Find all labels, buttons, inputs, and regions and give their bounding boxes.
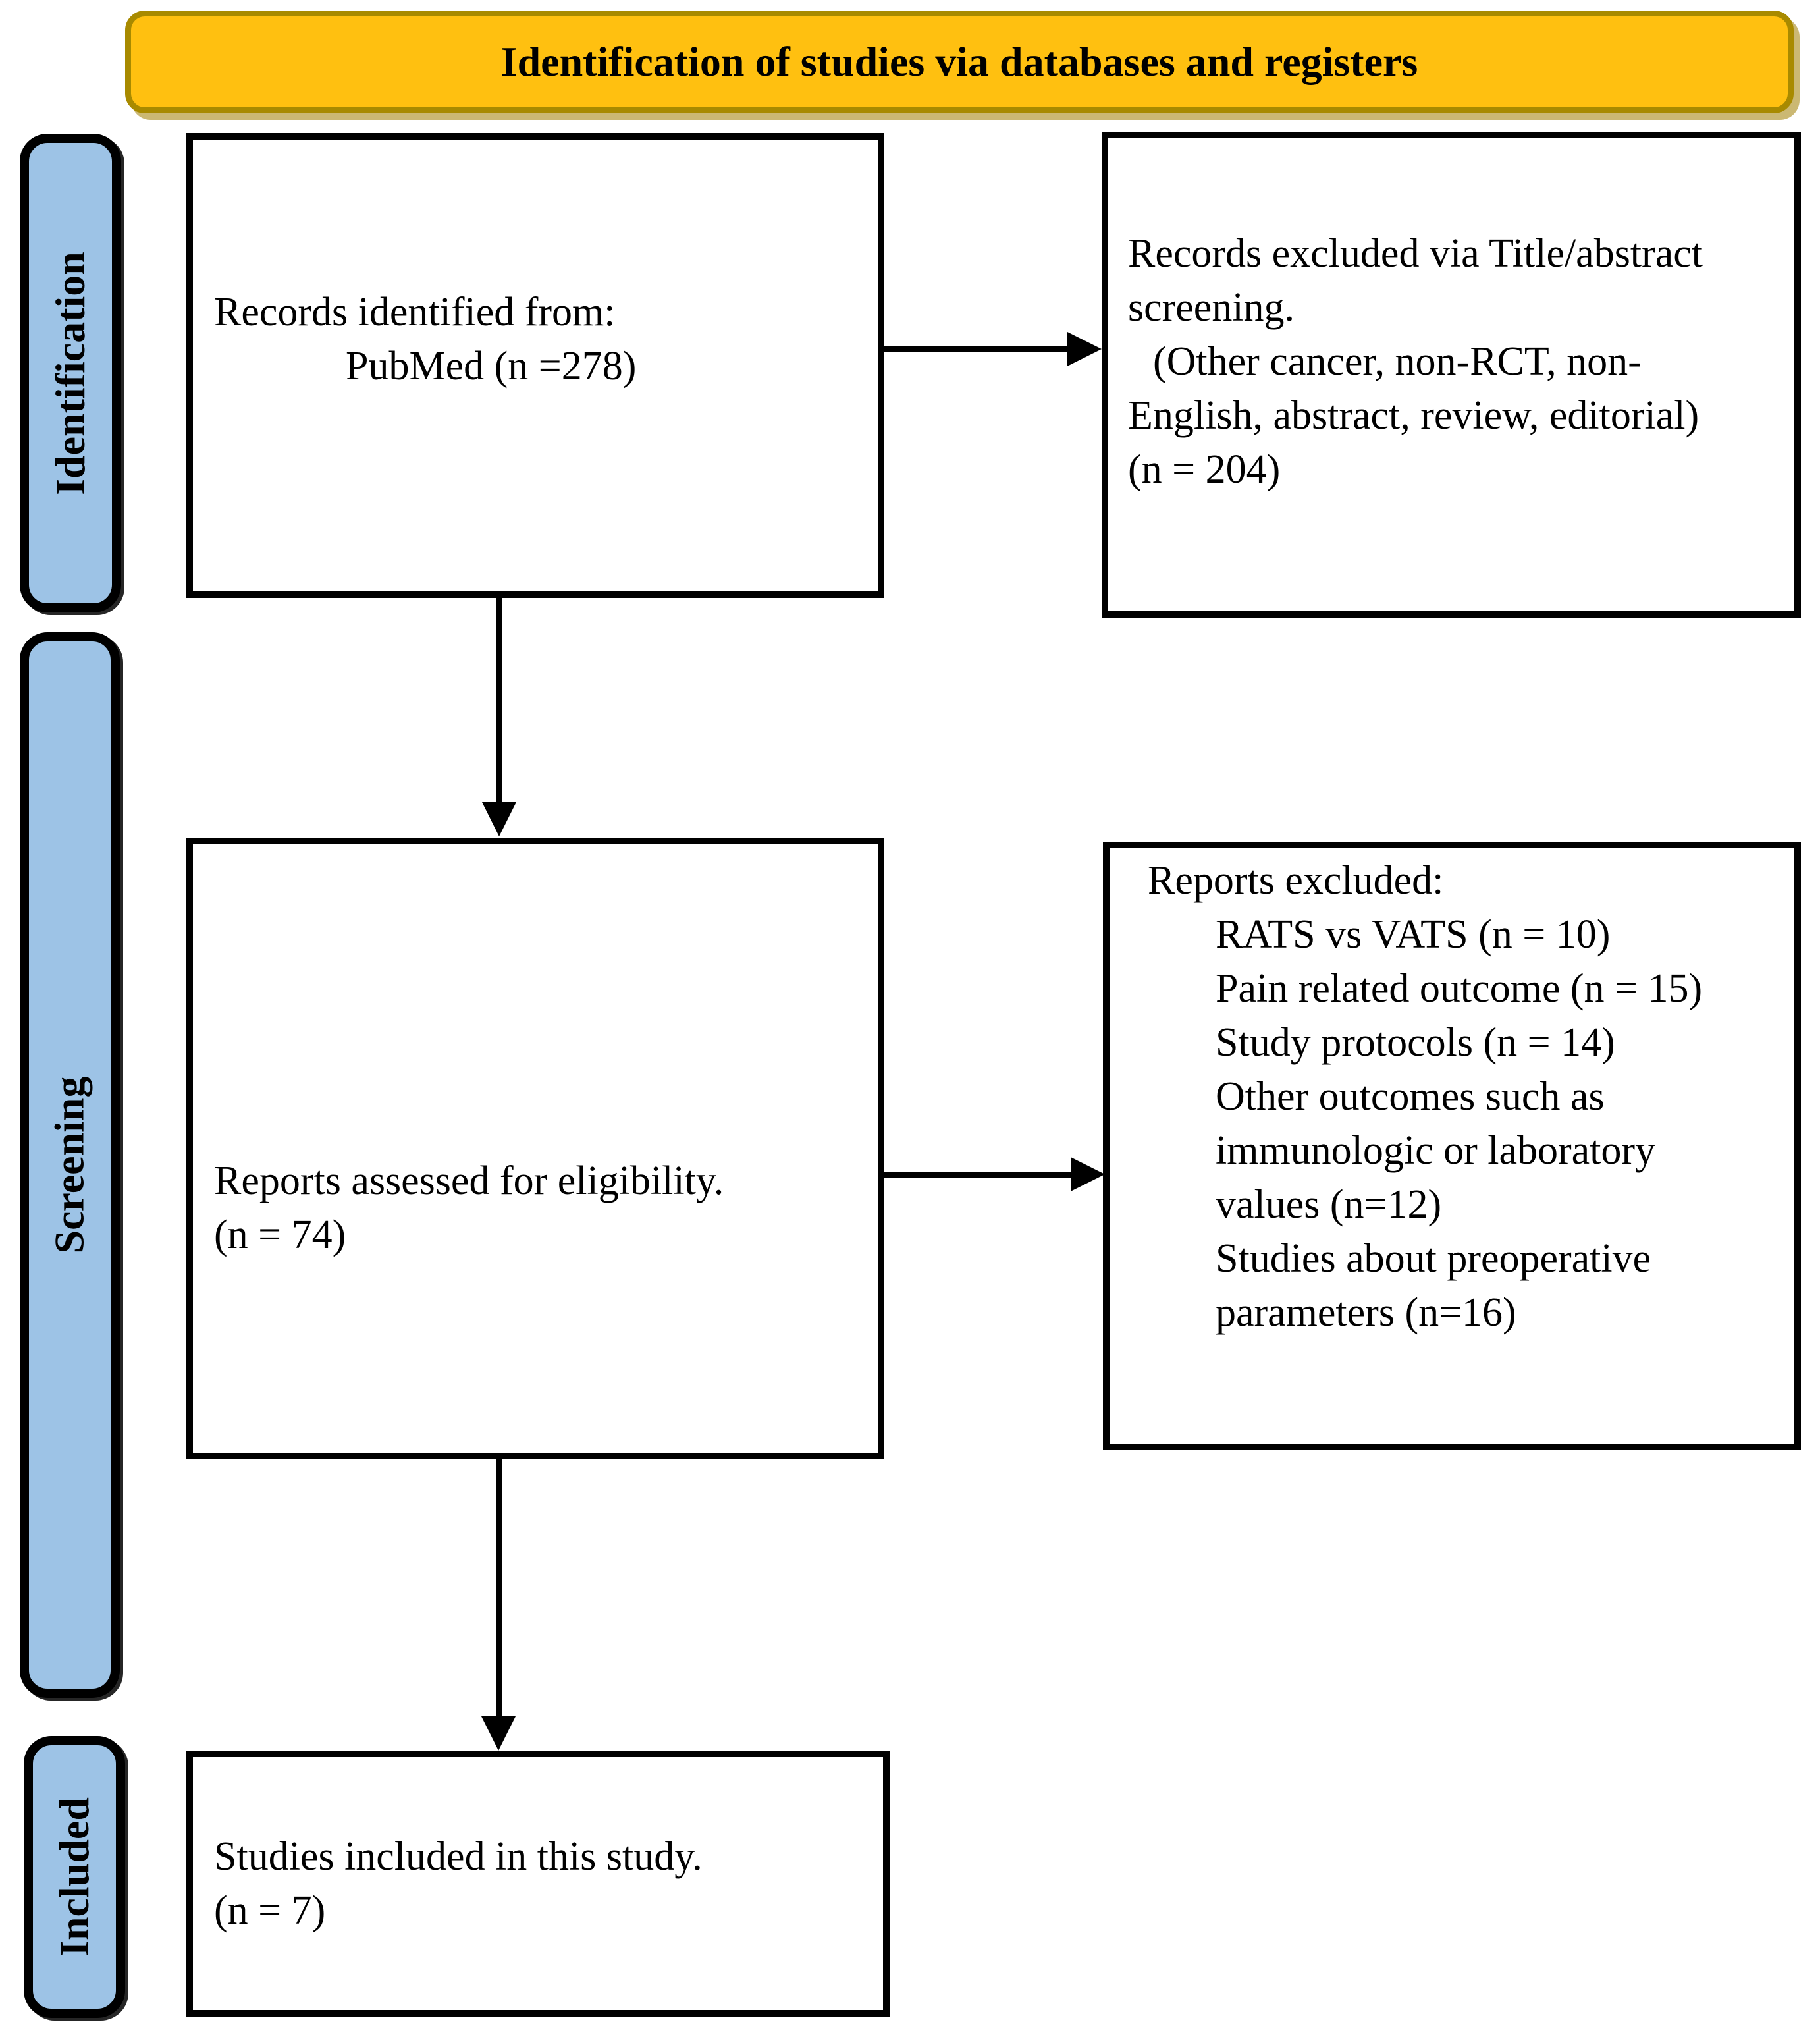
arrow-identified-to-excluded xyxy=(884,332,1102,366)
arrow-shaft xyxy=(496,597,502,802)
records-excluded-line-1: Records excluded via Title/abstract xyxy=(1128,231,1703,276)
records-excluded-line-2: screening. xyxy=(1128,285,1295,330)
reports-excluded-item-4-line-3: values (n=12) xyxy=(1216,1182,1442,1227)
reports-assessed-line-1: Reports assessed for eligibility. xyxy=(214,1158,724,1203)
arrowhead-down-icon xyxy=(481,1716,516,1751)
reports-excluded-item-4-line-1: Other outcomes such as xyxy=(1216,1074,1605,1119)
arrow-identified-to-assessed xyxy=(482,597,516,836)
arrow-shaft xyxy=(884,1171,1071,1178)
records-excluded-line-4: English, abstract, review, editorial) xyxy=(1128,393,1700,438)
reports-excluded-item-3: Study protocols (n = 14) xyxy=(1216,1020,1615,1065)
records-identified-line-1: Records identified from: xyxy=(214,290,616,335)
arrowhead-down-icon xyxy=(482,802,516,836)
studies-included-line-1: Studies included in this study. xyxy=(214,1834,703,1879)
reports-excluded-item-5-line-2: parameters (n=16) xyxy=(1216,1290,1516,1335)
reports-excluded-item-2: Pain related outcome (n = 15) xyxy=(1216,966,1703,1011)
stage-label-included: Included xyxy=(24,1736,125,2018)
box-records-excluded: Records excluded via Title/abstract scre… xyxy=(1102,132,1801,618)
arrow-shaft xyxy=(495,1459,502,1716)
reports-excluded-item-1: RATS vs VATS (n = 10) xyxy=(1216,912,1611,957)
box-records-identified: Records identified from: PubMed (n =278) xyxy=(186,133,884,598)
box-reports-excluded: Reports excluded: RATS vs VATS (n = 10) … xyxy=(1103,842,1801,1450)
arrow-assessed-to-included xyxy=(481,1459,516,1751)
records-excluded-line-3: (Other cancer, non-RCT, non- xyxy=(1153,339,1642,384)
records-identified-line-2: PubMed (n =278) xyxy=(346,344,637,389)
box-studies-included: Studies included in this study. (n = 7) xyxy=(186,1751,890,2017)
reports-excluded-heading: Reports excluded: xyxy=(1148,858,1444,903)
banner-title: Identification of studies via databases … xyxy=(500,38,1418,85)
stage-label-screening-text: Screening xyxy=(46,1076,93,1254)
studies-included-line-2: (n = 7) xyxy=(214,1888,326,1933)
records-excluded-line-5: (n = 204) xyxy=(1128,447,1281,492)
reports-excluded-item-5-line-1: Studies about preoperative xyxy=(1216,1236,1651,1281)
stage-label-screening: Screening xyxy=(20,632,120,1698)
arrow-shaft xyxy=(884,346,1067,352)
box-reports-assessed: Reports assessed for eligibility. (n = 7… xyxy=(186,838,884,1459)
arrowhead-right-icon xyxy=(1071,1157,1105,1191)
stage-label-identification-text: Identification xyxy=(47,251,94,495)
arrow-assessed-to-excluded xyxy=(884,1157,1105,1191)
banner: Identification of studies via databases … xyxy=(125,11,1794,113)
reports-excluded-item-4-line-2: immunologic or laboratory xyxy=(1216,1128,1656,1173)
reports-assessed-line-2: (n = 74) xyxy=(214,1212,346,1257)
stage-label-included-text: Included xyxy=(51,1797,97,1957)
arrowhead-right-icon xyxy=(1067,332,1102,366)
stage-label-identification: Identification xyxy=(20,134,121,612)
